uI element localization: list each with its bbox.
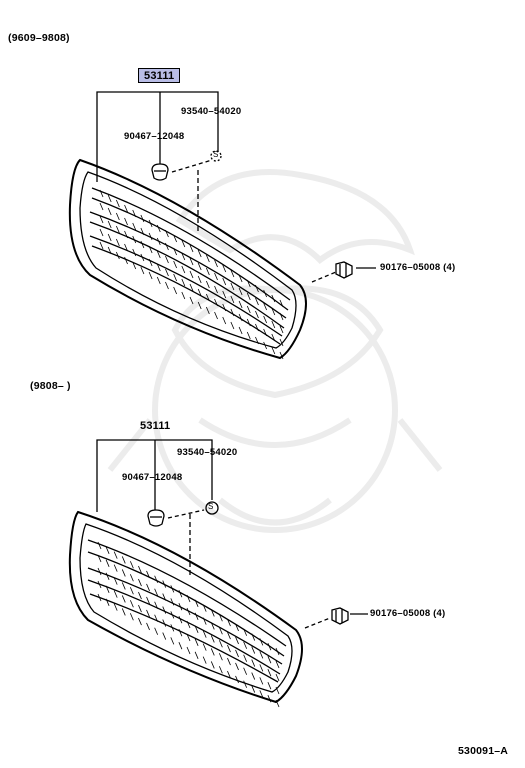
section-1-clip-part-number[interactable]: 90467–12048 [124, 131, 185, 142]
nut-icon-1 [335, 261, 353, 279]
clip-icon-1 [151, 163, 169, 181]
section-2-s-symbol: S [208, 502, 214, 511]
section-2-drawing [68, 439, 368, 708]
leader-main-part-1 [96, 91, 219, 182]
section-2-range-label: (9808– ) [30, 380, 71, 392]
section-2-clip-part-number[interactable]: 90467–12048 [122, 472, 183, 483]
s-symbol-2 [205, 501, 219, 515]
section-1-nut-part-number[interactable]: 90176–05008 (4) [380, 262, 456, 273]
section-1-s-part-number[interactable]: 93540–54020 [181, 106, 242, 117]
section-1-s-symbol: S [213, 150, 219, 159]
grille-1 [68, 158, 307, 360]
clip-icon-2 [147, 509, 165, 527]
section-1-main-part-number[interactable]: 53111 [138, 68, 181, 83]
s-symbol-1 [210, 150, 222, 162]
nut-icon-2 [331, 607, 349, 625]
section-1-drawing [68, 91, 376, 360]
grille-2 [68, 510, 303, 708]
section-2-s-part-number[interactable]: 93540–54020 [177, 447, 238, 458]
section-2-nut-part-number[interactable]: 90176–05008 (4) [370, 608, 446, 619]
section-1-range-label: (9609–9808) [8, 32, 70, 44]
section-2-main-part-number[interactable]: 53111 [140, 420, 171, 432]
figure-code: 530091–A [458, 745, 509, 757]
